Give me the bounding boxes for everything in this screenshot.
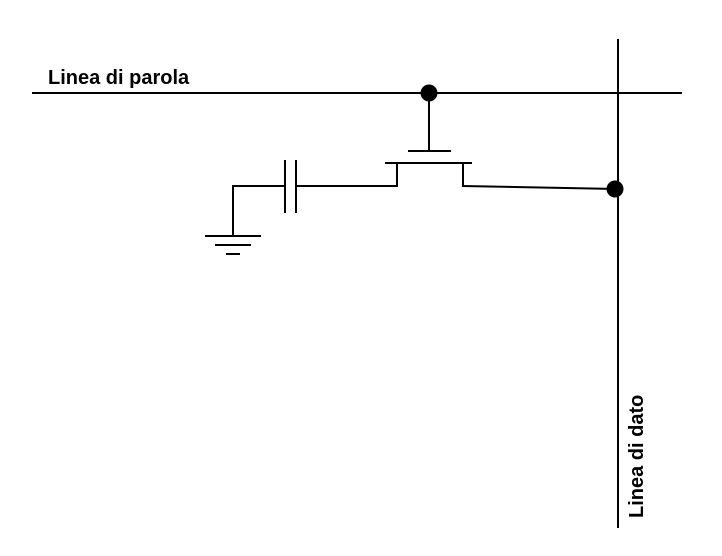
- transistor-icon: [385, 92, 472, 187]
- drain-to-data-wire: [461, 184, 618, 191]
- data-line-label: Linea di dato: [626, 395, 648, 518]
- ground-icon: [205, 235, 261, 255]
- capacitor-to-ground-wire: [232, 185, 286, 237]
- word-line-label: Linea di parola: [48, 67, 190, 89]
- data-line-node: [606, 180, 624, 198]
- capacitor-icon: [284, 160, 297, 213]
